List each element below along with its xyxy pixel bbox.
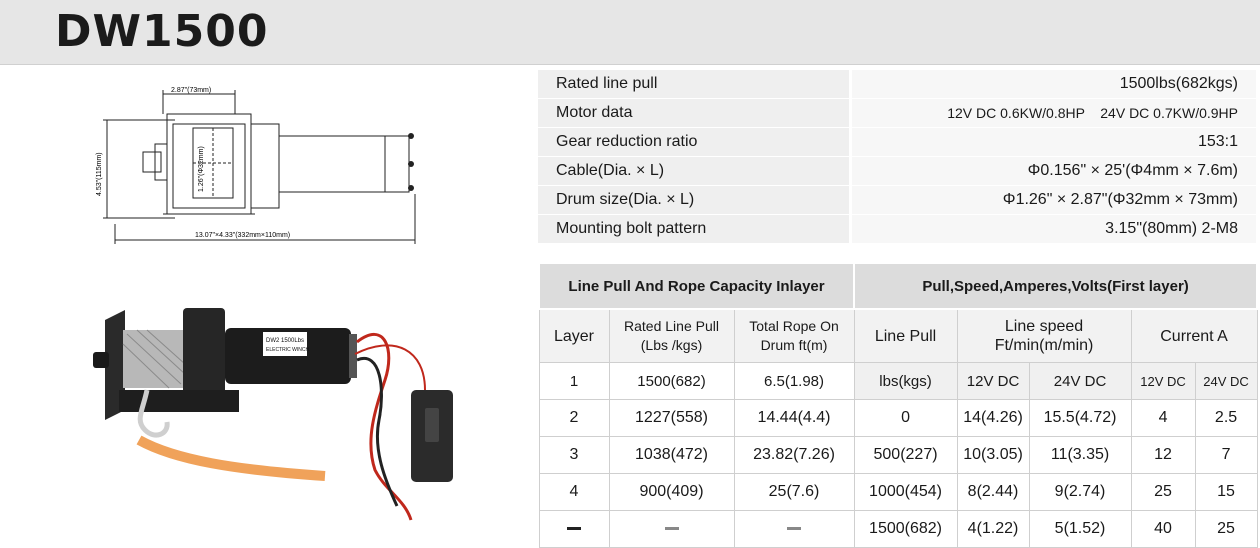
cell-current-12v: 12 bbox=[1130, 436, 1196, 474]
strap-icon bbox=[136, 435, 326, 481]
spec-label: Drum size(Dia. × L) bbox=[538, 185, 852, 215]
cell-speed-24v: 11(3.35) bbox=[1028, 436, 1132, 474]
cell-current-12v: 40 bbox=[1130, 510, 1196, 548]
subheader-current-12v: 12V DC bbox=[1130, 362, 1196, 400]
winch-dimension-diagram: 2.87"(73mm) 4.53"(115mm) 1.26"(Φ32mm) 13… bbox=[96, 87, 416, 244]
cell-rope-empty bbox=[733, 510, 855, 548]
cell-rated: 1227(558) bbox=[608, 399, 735, 437]
cell-rated: 1500(682) bbox=[608, 362, 735, 400]
winch-product-photo: DW2 1500Lbs ELECTRIC WINCH bbox=[93, 308, 453, 521]
spec-value: 3.15"(80mm) 2-M8 bbox=[850, 214, 1256, 244]
cell-layer: 1 bbox=[538, 362, 610, 400]
drum-dimension-label: 1.26"(Φ32mm) bbox=[198, 146, 205, 192]
cell-current-24v: 25 bbox=[1194, 510, 1258, 548]
performance-table: Line Pull And Rope Capacity Inlayer Pull… bbox=[537, 262, 1259, 548]
cell-rope: 14.44(4.4) bbox=[733, 399, 855, 437]
cell-rated: 1038(472) bbox=[608, 436, 735, 474]
cell-current-12v: 25 bbox=[1130, 473, 1196, 511]
clutch-knob-icon bbox=[93, 352, 109, 368]
cell-rated-empty bbox=[608, 510, 735, 548]
spec-label: Gear reduction ratio bbox=[538, 127, 852, 157]
cell-layer: 3 bbox=[538, 436, 610, 474]
spec-value: 1500lbs(682kgs) bbox=[850, 70, 1256, 99]
specs-table: Rated line pull 1500lbs(682kgs) Motor da… bbox=[538, 70, 1256, 244]
spec-value: 153:1 bbox=[850, 127, 1256, 157]
subheader-speed-12v: 12V DC bbox=[956, 362, 1030, 400]
header-rated-line-pull: Rated Line Pull (Lbs /kgs) bbox=[608, 308, 735, 363]
page-title: DW1500 bbox=[55, 6, 269, 57]
motor-label-line1: DW2 1500Lbs bbox=[266, 338, 304, 344]
cell-pull: 1500(682) bbox=[853, 510, 958, 548]
cell-pull: 1000(454) bbox=[853, 473, 958, 511]
cell-layer: 2 bbox=[538, 399, 610, 437]
dash-mark bbox=[664, 527, 679, 531]
cell-speed-12v: 8(2.44) bbox=[956, 473, 1030, 511]
header-total-rope: Total Rope On Drum ft(m) bbox=[733, 308, 855, 363]
cell-layer-empty bbox=[538, 510, 610, 548]
cell-speed-12v: 10(3.05) bbox=[956, 436, 1030, 474]
cell-rope: 6.5(1.98) bbox=[733, 362, 855, 400]
cell-rope: 25(7.6) bbox=[733, 473, 855, 511]
spec-row: Mounting bolt pattern 3.15"(80mm) 2-M8 bbox=[538, 214, 1256, 244]
cell-rope: 23.82(7.26) bbox=[733, 436, 855, 474]
cell-speed-24v: 5(1.52) bbox=[1028, 510, 1132, 548]
subheader-pull-unit: lbs(kgs) bbox=[853, 362, 958, 400]
cell-layer: 4 bbox=[538, 473, 610, 511]
spec-label: Mounting bolt pattern bbox=[538, 214, 852, 244]
spec-row: Motor data 12V DC 0.6KW/0.8HP 24V DC 0.7… bbox=[538, 98, 1256, 128]
cell-current-24v: 2.5 bbox=[1194, 399, 1258, 437]
width-dimension-label: 2.87"(73mm) bbox=[171, 87, 211, 94]
length-dimension-label: 13.07"×4.33"(332mm×110mm) bbox=[195, 232, 290, 239]
spec-row: Gear reduction ratio 153:1 bbox=[538, 127, 1256, 157]
table-row: 1 1500(682) 6.5(1.98) lbs(kgs) 12V DC 24… bbox=[538, 362, 1258, 400]
cell-speed-24v: 9(2.74) bbox=[1028, 473, 1132, 511]
spec-label: Motor data bbox=[538, 98, 852, 128]
table-row: 2 1227(558) 14.44(4.4) 0 14(4.26) 15.5(4… bbox=[538, 399, 1258, 437]
header-layer: Layer bbox=[538, 308, 610, 363]
dash-mark bbox=[787, 527, 802, 531]
title-bar: DW1500 bbox=[0, 0, 1260, 65]
header-current: Current A bbox=[1130, 308, 1258, 363]
dash-mark bbox=[567, 527, 581, 531]
cell-speed-12v: 14(4.26) bbox=[956, 399, 1030, 437]
table-row: 1500(682) 4(1.22) 5(1.52) 40 25 bbox=[538, 510, 1258, 548]
spec-value: 12V DC 0.6KW/0.8HP 24V DC 0.7KW/0.9HP bbox=[850, 98, 1256, 128]
spec-label: Rated line pull bbox=[538, 70, 852, 99]
spec-row: Drum size(Dia. × L) Φ1.26" × 2.87"(Φ32mm… bbox=[538, 185, 1256, 215]
cell-pull: 500(227) bbox=[853, 436, 958, 474]
subheader-speed-24v: 24V DC bbox=[1028, 362, 1132, 400]
cell-current-12v: 4 bbox=[1130, 399, 1196, 437]
spec-label: Cable(Dia. × L) bbox=[538, 156, 852, 186]
section-heading-capacity: Line Pull And Rope Capacity Inlayer bbox=[537, 262, 856, 310]
height-dimension-label: 4.53"(115mm) bbox=[96, 152, 103, 196]
spec-value: Φ0.156" × 25'(Φ4mm × 7.6m) bbox=[850, 156, 1256, 186]
cell-speed-12v: 4(1.22) bbox=[956, 510, 1030, 548]
subheader-current-24v: 24V DC bbox=[1194, 362, 1258, 400]
cell-rated: 900(409) bbox=[608, 473, 735, 511]
cell-current-24v: 15 bbox=[1194, 473, 1258, 511]
cell-pull: 0 bbox=[853, 399, 958, 437]
hook-icon bbox=[137, 389, 170, 438]
table-row: 4 900(409) 25(7.6) 1000(454) 8(2.44) 9(2… bbox=[538, 473, 1258, 511]
header-line-speed: Line speed Ft/min(m/min) bbox=[956, 308, 1132, 363]
header-line-pull: Line Pull bbox=[853, 308, 958, 363]
cell-current-24v: 7 bbox=[1194, 436, 1258, 474]
table-row: 3 1038(472) 23.82(7.26) 500(227) 10(3.05… bbox=[538, 436, 1258, 474]
spec-value: Φ1.26" × 2.87"(Φ32mm × 73mm) bbox=[850, 185, 1256, 215]
spec-row: Rated line pull 1500lbs(682kgs) bbox=[538, 70, 1256, 99]
cell-speed-24v: 15.5(4.72) bbox=[1028, 399, 1132, 437]
spec-row: Cable(Dia. × L) Φ0.156" × 25'(Φ4mm × 7.6… bbox=[538, 156, 1256, 186]
motor-label-line2: ELECTRIC WINCH bbox=[266, 347, 309, 353]
section-heading-performance: Pull,Speed,Amperes,Volts(First layer) bbox=[853, 262, 1259, 310]
